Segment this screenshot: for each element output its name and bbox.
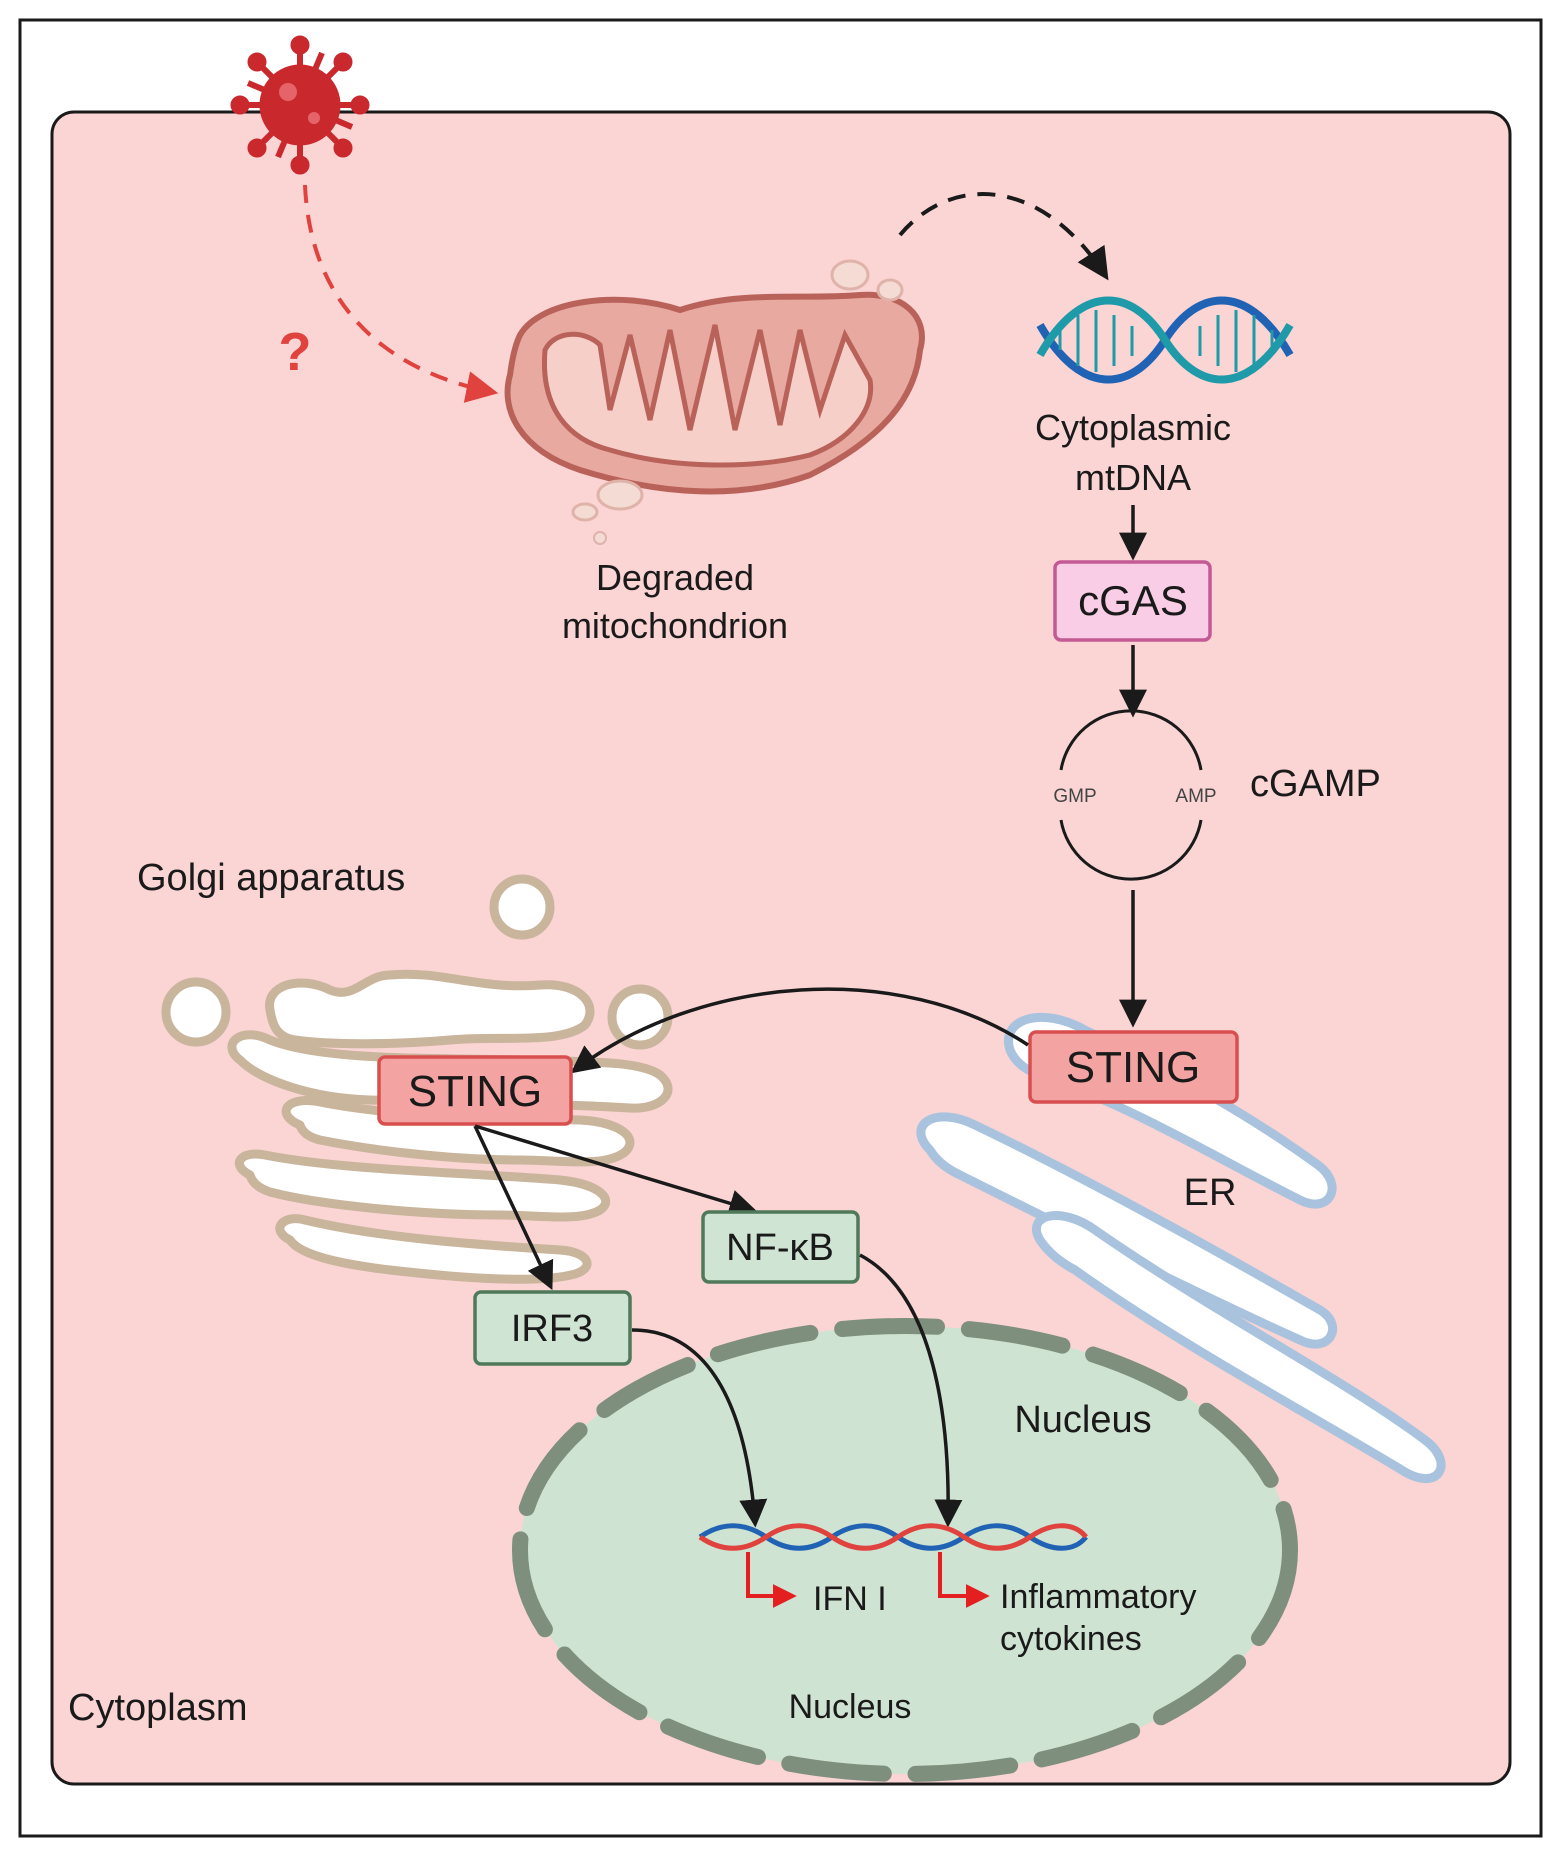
cytoplasmic-mtdna-label-line2: mtDNA xyxy=(1075,457,1191,498)
nfkb-to-dna-arrow xyxy=(859,1253,963,1528)
cgamp-label: cGAMP xyxy=(1250,763,1381,805)
endoplasmic-reticulum xyxy=(916,1012,1446,1483)
irf3-to-dna-arrow xyxy=(631,1328,768,1528)
ifn-transcription-arrow xyxy=(746,1552,797,1608)
cytokine-transcription-arrow xyxy=(938,1552,990,1608)
golgi-vesicle xyxy=(489,874,555,940)
virus-to-mitochondrion-arrow xyxy=(303,184,499,403)
golgi-vesicle xyxy=(607,984,673,1050)
nfkb-label: NF-κB xyxy=(726,1227,834,1269)
cgamp-ring-top xyxy=(1059,709,1203,771)
golgi-apparatus xyxy=(161,874,673,1284)
unknown-mechanism-question-mark: ? xyxy=(279,322,312,382)
golgi-vesicle xyxy=(161,977,231,1047)
sting-golgi-label: STING xyxy=(408,1067,542,1116)
virus-icon xyxy=(230,35,370,175)
cytoplasm-label: Cytoplasm xyxy=(68,1687,248,1729)
gmp-label: GMP xyxy=(1053,786,1096,807)
degraded-mitochondrion-label-line2: mitochondrion xyxy=(562,605,788,646)
irf3-label: IRF3 xyxy=(511,1308,593,1350)
nfkb-box xyxy=(701,1210,860,1284)
er-label: ER xyxy=(1184,1172,1237,1214)
ifn-i-label: IFN I xyxy=(813,1580,887,1618)
golgi-apparatus-label: Golgi apparatus xyxy=(137,857,405,899)
sting-golgi-box xyxy=(377,1055,573,1126)
nucleus-label-top: Nucleus xyxy=(1014,1399,1151,1441)
irf3-box xyxy=(473,1290,632,1366)
cgamp-ring-bottom xyxy=(1059,819,1203,881)
sting-to-nfkb-arrow xyxy=(474,1124,758,1217)
cell-cytoplasm xyxy=(50,110,1512,1786)
sting-to-irf3-arrow xyxy=(473,1125,554,1291)
sting-er-box xyxy=(1028,1030,1239,1104)
degraded-mitochondrion-label-line1: Degraded xyxy=(596,557,754,598)
cytoplasmic-mtdna-label-line1: Cytoplasmic xyxy=(1035,407,1231,448)
cgas-box xyxy=(1053,560,1212,642)
inflammatory-cytokines-label-line1: Inflammatory xyxy=(1000,1578,1197,1616)
nuclear-dna-icon xyxy=(698,1523,1088,1551)
mtdna-helix-icon xyxy=(1036,296,1294,384)
nucleus xyxy=(512,1318,1298,1782)
sting-er-label: STING xyxy=(1066,1043,1200,1092)
nucleus-label-bottom: Nucleus xyxy=(789,1688,912,1726)
sting-er-to-golgi-arrow xyxy=(570,987,1029,1074)
cgas-label: cGAS xyxy=(1078,577,1188,624)
amp-label: AMP xyxy=(1175,786,1216,807)
inflammatory-cytokines-label-line2: cytokines xyxy=(1000,1620,1142,1658)
degraded-mitochondrion-icon xyxy=(504,259,925,545)
